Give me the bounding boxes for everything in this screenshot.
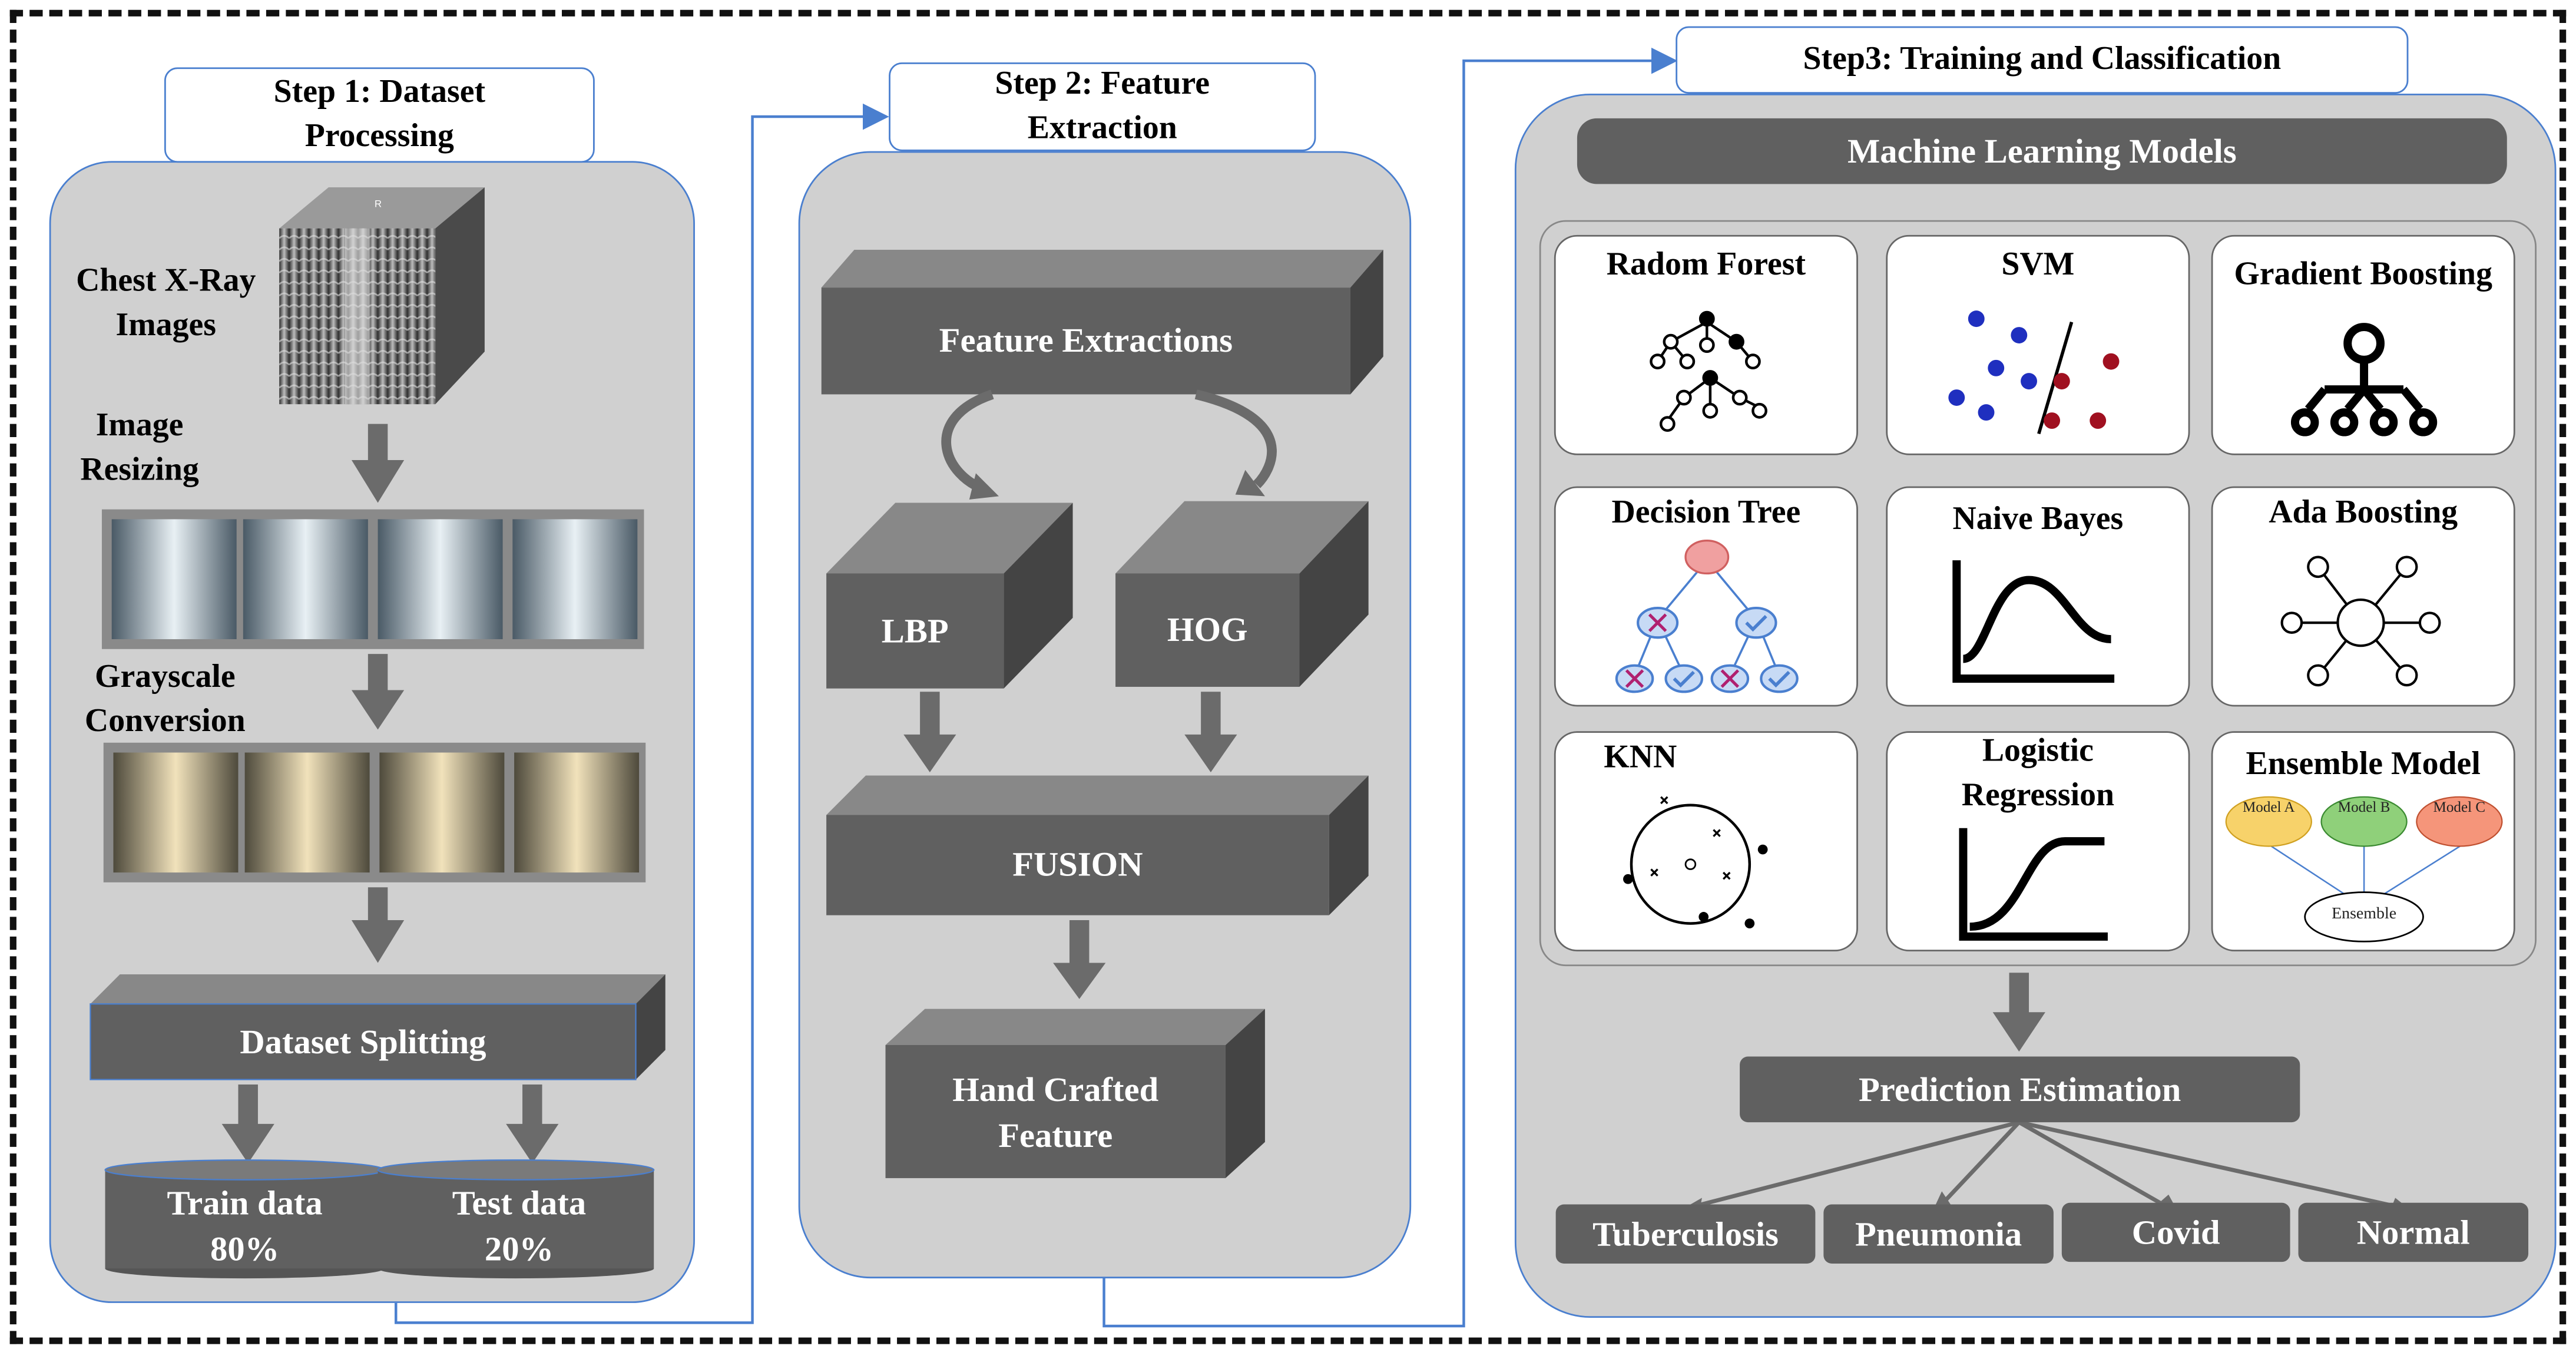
boosting-tree-icon [2290,323,2438,437]
cube-marker: R [375,198,382,209]
step2-title: Step 2: Feature Extraction [889,62,1316,151]
model-card-svm: SVM [1886,234,2190,455]
outer-dashed-border [9,9,2567,1344]
model-card-decision-tree: Decision Tree [1554,486,1858,707]
ml-models-header: Machine Learning Models [1577,118,2507,184]
model-name: Decision Tree [1611,494,1801,531]
prediction-estimation-box: Prediction Estimation [1740,1056,2300,1123]
tree-network-icon [1650,310,1767,432]
model-card-logistic-regression: Logistic Regression [1886,731,2190,952]
test-data-cylinder: Test data 20% [381,1180,657,1272]
model-card-ada-boosting: Ada Boosting [2211,486,2515,707]
step3-title: Step3: Training and Classification [1676,26,2409,94]
image-resizing-label: Image Resizing [80,407,199,488]
star-network-icon [2280,556,2441,687]
chest-xray-label: Chest X-Ray Images [76,263,256,343]
model-name: SVM [2001,246,2075,283]
hand-crafted-feature-label: Hand Crafted Feature [952,1069,1159,1155]
train-data-percent: 80% [210,1229,280,1269]
xray-cube-image: R [279,187,485,405]
data-cylinders [104,1159,655,1279]
hog-label: HOG [1167,609,1248,649]
model-name: Ensemble Model [2246,746,2481,782]
grayscale-conversion-label: Grayscale Conversion [84,659,246,740]
ensemble-model-a: Model A [2229,799,2308,817]
ensemble-model-b: Model B [2325,799,2403,817]
ensemble-model-c: Model C [2420,799,2499,817]
test-data-percent: 20% [484,1229,554,1269]
model-name: Ada Boosting [2269,494,2458,531]
dataset-splitting-box-shape [90,974,665,1080]
model-a-label: Model A [2242,798,2295,815]
feature-extractions-label: Feature Extractions [939,320,1233,360]
model-name: Gradient Boosting [2234,256,2493,293]
model-card-ensemble-model: Ensemble Model Model A Model B Model C E… [2211,731,2515,952]
dataset-splitting-label: Dataset Splitting [240,1021,486,1061]
ensemble-output-label: Ensemble [2332,905,2397,924]
decision-tree-icon [1615,540,1799,693]
model-b-label: Model B [2337,798,2390,815]
train-data-cylinder: Train data 80% [105,1180,385,1272]
grayscale-images-strip [103,742,646,882]
knn-cluster-icon [1623,796,1768,928]
ensemble-diagram-icon [2225,796,2503,943]
outcome-tuberculosis: Tuberculosis [1555,1204,1816,1264]
model-card-naive-bayes: Naive Bayes [1886,486,2190,707]
outcome-normal: Normal [2298,1202,2529,1262]
model-name: Logistic Regression [1961,733,2115,814]
model-card-knn: KNN [1554,731,1858,952]
lbp-label: LBP [881,610,949,650]
model-name: Naive Bayes [1952,501,2124,538]
train-data-label: Train data [167,1183,323,1223]
bell-curve-icon [1952,560,2115,683]
outcome-pneumonia: Pneumonia [1823,1204,2054,1264]
sigmoid-curve-icon [1959,828,2108,941]
step1-title: Step 1: Dataset Processing [164,67,595,163]
model-card-gradient-boosting: Gradient Boosting [2211,234,2515,455]
svm-scatter-icon [1948,310,2120,435]
model-c-label: Model C [2433,798,2486,815]
model-name: Radom Forest [1606,246,1806,283]
fusion-label: FUSION [1012,844,1143,884]
model-name: KNN [1604,739,1677,776]
outcome-covid: Covid [2061,1202,2290,1262]
model-card-random-forest: Radom Forest [1554,234,1858,455]
resized-images-strip [101,509,644,649]
test-data-label: Test data [452,1183,587,1223]
